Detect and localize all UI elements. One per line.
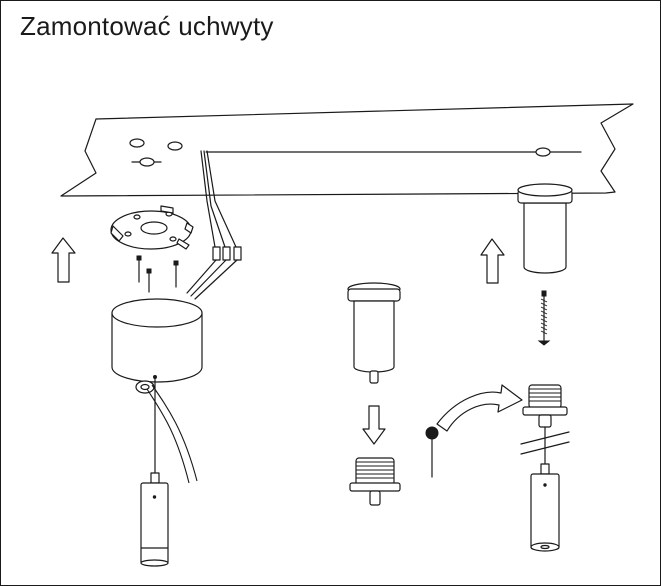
- ceiling-plate: [60, 103, 634, 197]
- mounting-bracket: [110, 205, 194, 250]
- ceiling-holder: [517, 183, 573, 274]
- wire-stop-pin: [425, 426, 439, 478]
- middle-holder: [347, 282, 401, 384]
- up-arrow-icon: [480, 238, 505, 284]
- right-pendant: [530, 463, 560, 552]
- up-arrow-icon: [51, 237, 76, 283]
- bracket-screws: [136, 255, 179, 293]
- page-title: Zamontować uchwyty: [20, 11, 274, 41]
- power-cable: [146, 384, 198, 484]
- right-adapter: [520, 384, 570, 465]
- down-arrow-icon: [362, 405, 386, 445]
- ceiling-wires: [186, 150, 242, 300]
- canopy: [111, 298, 203, 394]
- curved-arrow-icon: [436, 384, 523, 432]
- left-pendant: [140, 375, 169, 567]
- threaded-adapter: [349, 457, 401, 506]
- screw-icon: [537, 290, 551, 346]
